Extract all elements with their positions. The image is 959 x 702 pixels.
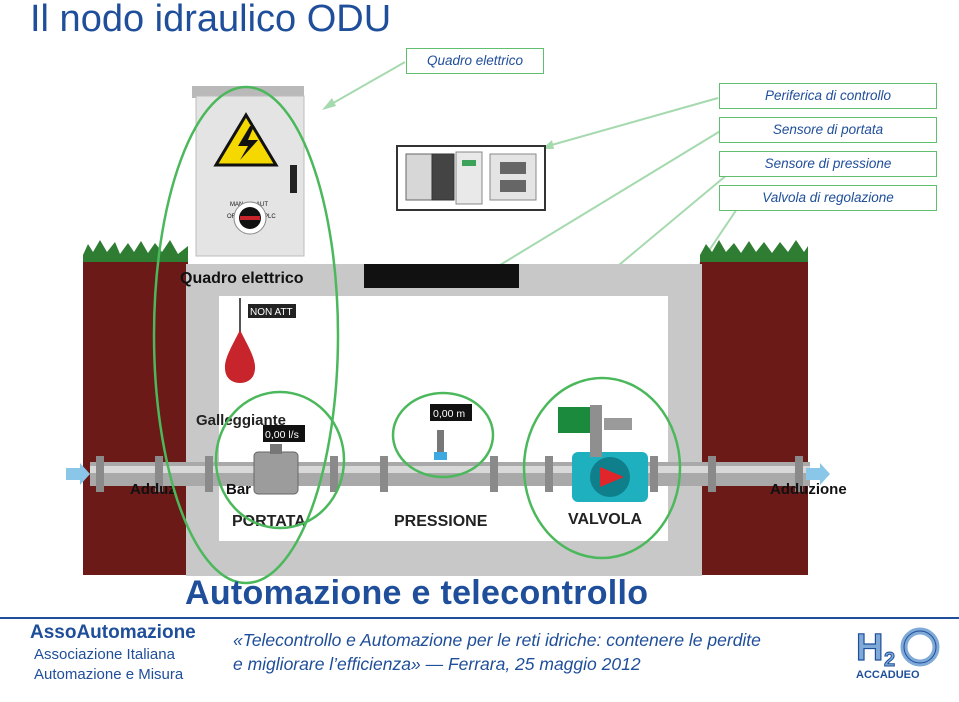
slide-subtitle: Automazione e telecontrollo — [185, 574, 649, 612]
highlight-circles — [152, 85, 682, 585]
callout-sensore-pressione: Sensore di pressione — [719, 151, 937, 177]
association-line-2: Automazione e Misura — [34, 666, 184, 683]
h2o-accadueo-logo: H 2 ACCADUEO — [855, 626, 940, 681]
valvola-label: VALVOLA — [568, 511, 643, 528]
bar-left-label: Bar — [226, 481, 251, 498]
footer-divider — [0, 617, 959, 619]
association-name: AssoAutomazione — [30, 622, 196, 643]
adduzione-right-label: Adduzione — [770, 481, 847, 498]
pipe — [90, 462, 810, 486]
conference-line-2: e migliorare l’efficienza» — Ferrara, 25… — [233, 654, 641, 674]
valve-actuator — [558, 407, 590, 433]
scene-quadro-label: Quadro elettrico — [180, 270, 304, 287]
galleggiante-label: Galleggiante — [196, 412, 286, 429]
plc-devices — [396, 145, 546, 211]
callout-quadro-elettrico: Quadro elettrico — [406, 48, 544, 74]
soil-left — [83, 255, 188, 575]
cabinet-man: MAN — [230, 202, 243, 208]
flow-reading: 0,00 l/s — [265, 429, 299, 441]
portata-label: PORTATA — [232, 513, 306, 530]
conference-line-1: «Telecontrollo e Automazione per le reti… — [233, 630, 761, 650]
soil-right — [700, 255, 808, 575]
association-line-1: Associazione Italiana — [34, 646, 175, 663]
logo-text: ACCADUEO — [856, 669, 920, 681]
callout-valvola: Valvola di regolazione — [719, 185, 937, 211]
adduzione-left-label: Adduz — [130, 481, 176, 498]
hydraulic-node-scene: Quadro elettrico NON ATT Galleggiante 0,… — [66, 61, 847, 585]
float-sensor-icon — [224, 330, 256, 383]
svg-text:2: 2 — [884, 649, 895, 671]
cabinet-off: OFF — [227, 214, 239, 220]
svg-text:H: H — [856, 627, 883, 669]
cabinet-aut: AUT — [256, 202, 268, 208]
electrical-cabinet: MAN AUT OFF PLC — [192, 86, 305, 257]
cabinet-plc: PLC — [264, 214, 276, 220]
page-title: Il nodo idraulico ODU — [30, 0, 392, 40]
callout-sensore-portata: Sensore di portata — [719, 117, 937, 143]
non-att-label: NON ATT — [250, 307, 293, 318]
pressure-reading: 0,00 m — [433, 408, 465, 420]
callout-periferica: Periferica di controllo — [719, 83, 937, 109]
pressione-label: PRESSIONE — [394, 513, 488, 530]
